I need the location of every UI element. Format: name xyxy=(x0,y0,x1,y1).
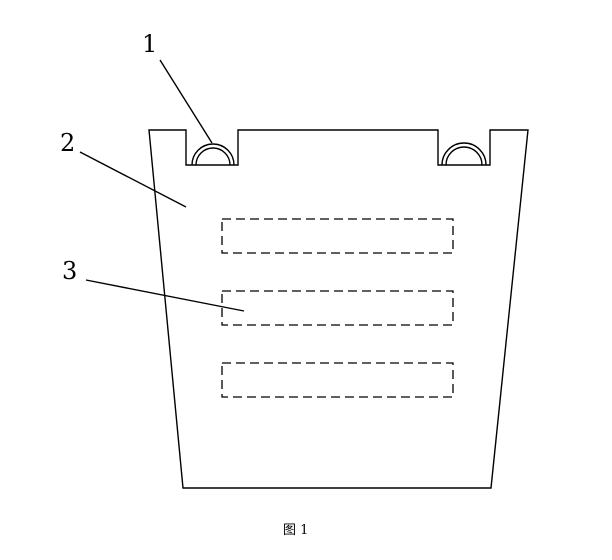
callout-label-3: 3 xyxy=(62,257,77,285)
dashed-slot-top xyxy=(221,218,454,254)
left-semicircle-part xyxy=(191,143,235,166)
leader-line-3 xyxy=(85,279,245,312)
leader-line-1 xyxy=(159,59,213,144)
right-semicircle-part xyxy=(441,142,487,166)
figure-caption: 图 1 xyxy=(283,523,308,538)
callout-label-1: 1 xyxy=(142,30,157,58)
dashed-slot-bottom xyxy=(221,362,454,398)
leader-line-2 xyxy=(79,151,187,208)
callout-label-2: 2 xyxy=(60,129,75,157)
dashed-slot-middle xyxy=(221,290,454,326)
container-body-outline xyxy=(148,129,529,489)
